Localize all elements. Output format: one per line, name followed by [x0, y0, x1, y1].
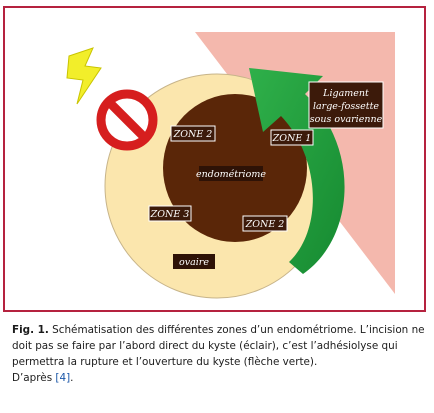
zone-3-label: ZONE 3: [148, 205, 192, 222]
figure-frame: Ligament large-fossette sous ovarienne Z…: [3, 6, 426, 312]
zone-2-top-text: ZONE 2: [173, 129, 213, 140]
caption-text: Schématisation des différentes zones d’u…: [12, 324, 425, 368]
zone-2-bottom-text: ZONE 2: [245, 219, 285, 230]
ligament-label-line2: large-fossette: [313, 101, 379, 112]
zone-1-label: ZONE 1: [270, 129, 314, 146]
endometrioma-diagram: Ligament large-fossette sous ovarienne Z…: [66, 32, 395, 299]
ligament-label-line3: sous ovarienne: [310, 114, 383, 125]
caption-source-suffix: .: [70, 372, 74, 384]
endometrioma-label: endométriome: [196, 166, 266, 181]
ligament-label-line1: Ligament: [322, 88, 369, 99]
zone-1-text: ZONE 1: [272, 133, 312, 144]
ovary-text: ovaire: [179, 257, 209, 268]
ovary-label: ovaire: [173, 254, 215, 269]
zone-2-bottom-label: ZONE 2: [242, 215, 288, 232]
ligament-label: Ligament large-fossette sous ovarienne: [308, 81, 384, 129]
endometrioma-text: endométriome: [196, 169, 266, 180]
caption-source-prefix: D’après: [12, 372, 56, 384]
caption-reference-link[interactable]: [4]: [55, 372, 71, 384]
caption-figure-label: Fig. 1.: [12, 324, 49, 336]
zone-3-text: ZONE 3: [150, 209, 190, 220]
figure-caption: Fig. 1. Schématisation des différentes z…: [12, 322, 426, 386]
zone-2-top-label: ZONE 2: [170, 125, 216, 142]
lightning-bolt-icon: [66, 47, 102, 105]
no-entry-icon: [96, 89, 158, 151]
